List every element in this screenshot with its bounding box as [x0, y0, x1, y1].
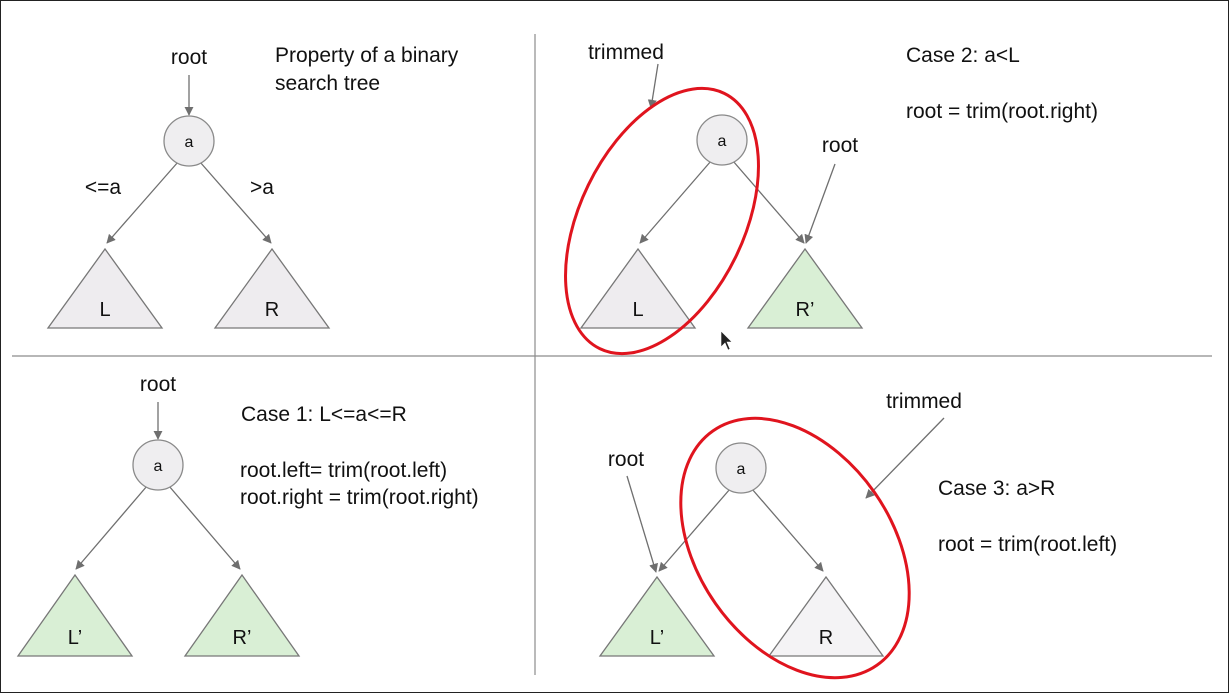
right-subtree-triangle [213, 247, 331, 329]
root-label: root [171, 46, 207, 69]
trimmed-arrow [647, 63, 659, 109]
left-subtree-triangle [16, 573, 134, 657]
node-label: a [737, 461, 746, 478]
left-subtree-label: L [99, 299, 110, 321]
case-title: Case 2: a<L [906, 44, 1020, 67]
trimmed-label: trimmed [886, 390, 962, 413]
left-edge [75, 485, 148, 570]
root-arrow [804, 163, 836, 244]
right-subtree-triangle [746, 247, 864, 329]
panel-case1: root Case 1: L<=a<=R root.left= trim(roo… [16, 373, 479, 657]
trimmed-label: trimmed [588, 41, 664, 64]
left-edge [639, 160, 712, 244]
root-arrow [626, 475, 658, 573]
right-edge [751, 488, 824, 572]
node-label: a [718, 133, 727, 150]
right-subtree-label: R [819, 627, 833, 649]
left-edge-label: <=a [85, 176, 122, 199]
left-subtree-triangle [579, 247, 697, 329]
node-label: a [154, 458, 163, 475]
mouse-pointer-icon [720, 330, 733, 351]
right-subtree-label: R’ [233, 627, 252, 649]
panel-title-line2: search tree [275, 72, 380, 95]
left-subtree-label: L’ [650, 627, 664, 649]
case-title: Case 1: L<=a<=R [241, 403, 407, 426]
left-subtree-triangle [598, 575, 716, 657]
panel-case3: trimmed root Case 3: a>R root = trim(roo… [598, 390, 1117, 680]
tree-node [715, 442, 767, 494]
left-subtree-label: L’ [68, 627, 82, 649]
root-label: root [822, 134, 858, 157]
case-code: root = trim(root.right) [906, 100, 1098, 123]
tree-node [132, 439, 184, 491]
case-code: root = trim(root.left) [938, 533, 1117, 556]
trimmed-ellipse [679, 416, 911, 680]
root-label: root [608, 448, 644, 471]
right-edge [732, 160, 805, 244]
case-title: Case 3: a>R [938, 477, 1055, 500]
trimmed-ellipse [564, 86, 760, 356]
right-edge [168, 485, 241, 570]
right-edge [199, 161, 272, 244]
tree-node [696, 114, 748, 166]
root-label: root [140, 373, 176, 396]
left-subtree-label: L [632, 299, 643, 321]
right-subtree-label: R’ [796, 299, 815, 321]
right-subtree-label: R [265, 299, 279, 321]
left-edge [658, 488, 731, 572]
case-code-line2: root.right = trim(root.right) [240, 486, 479, 509]
right-subtree-triangle [183, 573, 301, 657]
node-label: a [185, 134, 194, 151]
tree-node [163, 115, 215, 167]
case-code-line1: root.left= trim(root.left) [240, 459, 447, 482]
right-subtree-triangle [767, 575, 885, 657]
right-edge-label: >a [250, 176, 274, 199]
panel-title-line1: Property of a binary [275, 44, 459, 67]
panel-property: root Property of a binary search tree a … [46, 44, 459, 329]
left-subtree-triangle [46, 247, 164, 329]
left-edge [106, 161, 179, 244]
panel-case2: trimmed Case 2: a<L root = trim(root.rig… [564, 41, 1098, 356]
trimmed-arrow [865, 417, 945, 499]
